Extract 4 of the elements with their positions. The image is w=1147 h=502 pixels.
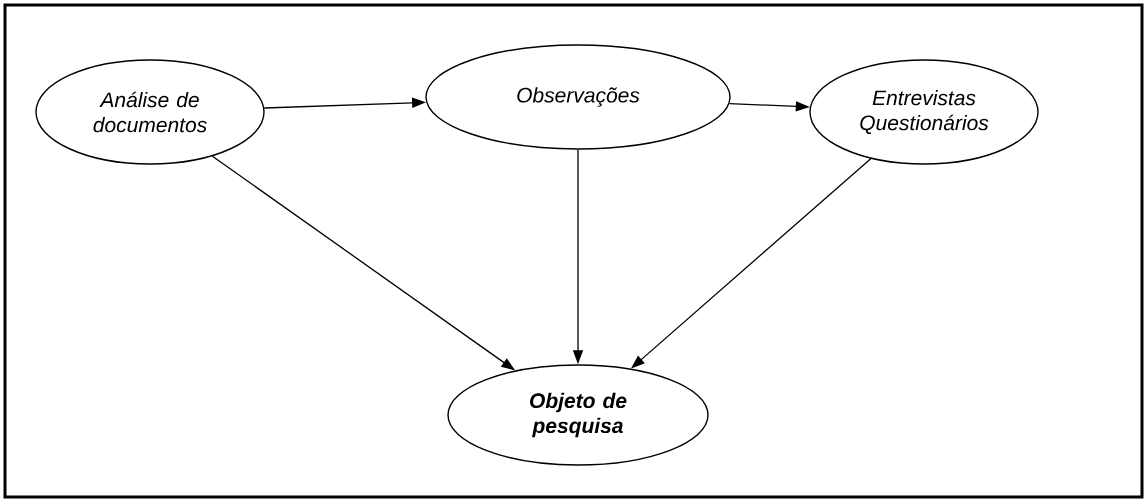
ellipse-node: Entrevistas Questionários (809, 59, 1039, 165)
ellipse-node: Análise de documentos (35, 59, 265, 165)
ellipse-node: Observações (425, 44, 731, 150)
ellipse-node: Objeto de pesquisa (447, 364, 709, 466)
